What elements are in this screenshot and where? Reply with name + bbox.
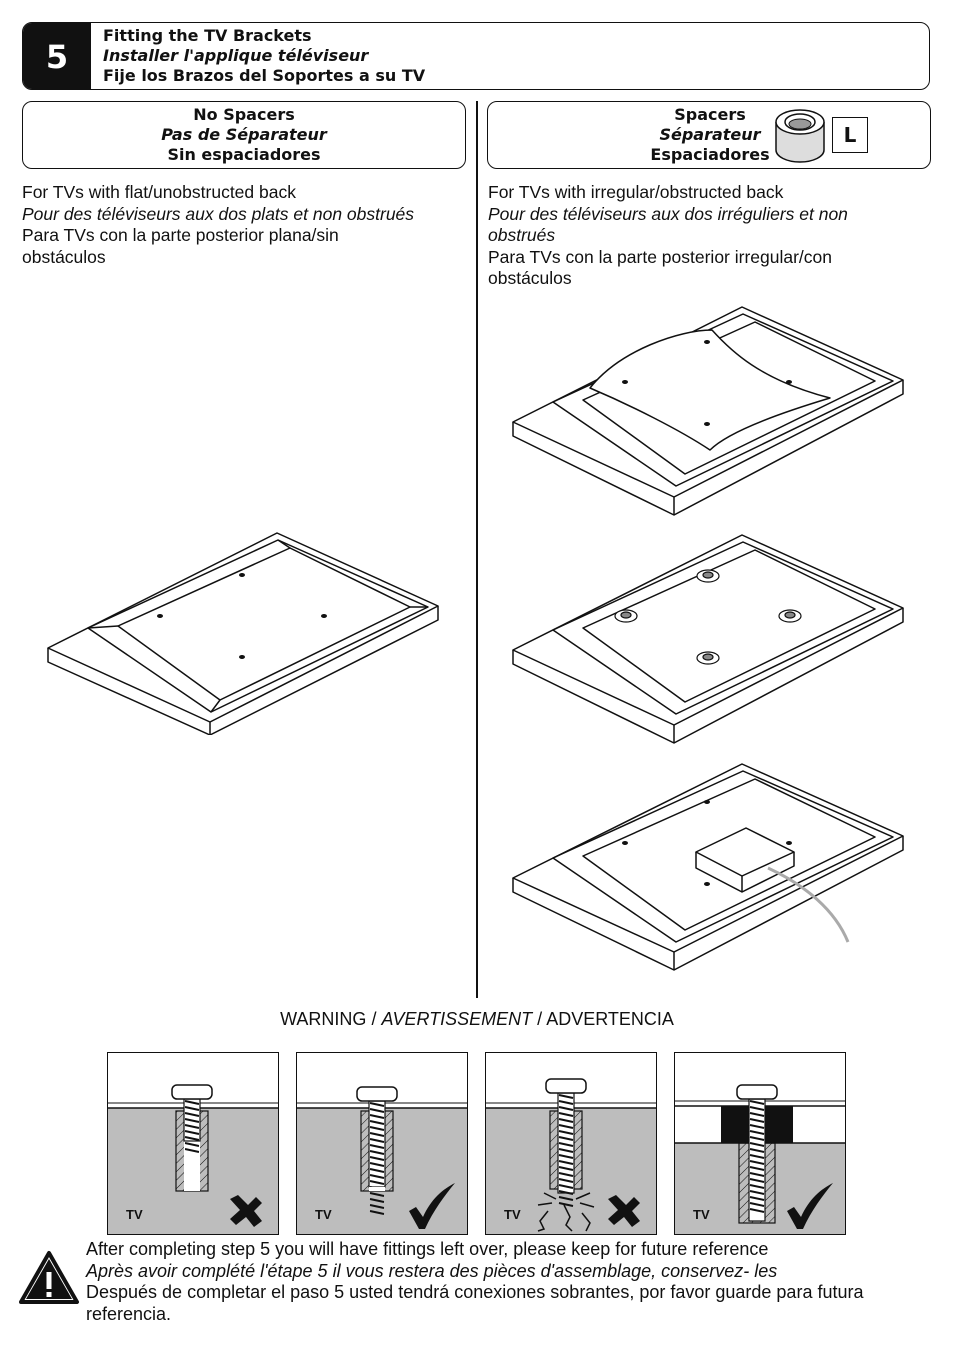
spacers-desc-es-2: obstáculos bbox=[488, 268, 572, 288]
tv-label: TV bbox=[693, 1207, 710, 1222]
spacer-icon bbox=[775, 109, 825, 163]
step-header: 5 Fitting the TV Brackets Installer l'ap… bbox=[22, 22, 930, 90]
tv-curved-back-illustration bbox=[512, 306, 904, 516]
tv-obstructed-back-illustration bbox=[512, 763, 904, 971]
tv-with-spacers-illustration bbox=[512, 534, 904, 744]
warning-panel-4: TV bbox=[674, 1052, 846, 1235]
spacers-heading-fr: Séparateur bbox=[659, 125, 761, 144]
no-spacers-box: No Spacers Pas de Séparateur Sin espacia… bbox=[22, 101, 466, 169]
step-title-en: Fitting the TV Brackets bbox=[103, 26, 312, 45]
spacers-heading: Spacers Séparateur Espaciadores bbox=[488, 105, 932, 165]
tv-flat-back-illustration bbox=[47, 532, 439, 735]
step-number: 5 bbox=[23, 23, 91, 89]
spacers-desc-fr-2: obstrués bbox=[488, 225, 556, 245]
no-spacers-heading-fr: Pas de Séparateur bbox=[161, 125, 327, 144]
no-spacers-desc-es-1: Para TVs con la parte posterior plana/si… bbox=[22, 225, 339, 245]
footer-note-en: After completing step 5 you will have fi… bbox=[86, 1239, 769, 1259]
spacers-desc-fr-1: Pour des téléviseurs aux dos irréguliers… bbox=[488, 203, 848, 224]
tv-label: TV bbox=[315, 1207, 332, 1222]
part-label-L: L bbox=[832, 117, 868, 153]
warning-panel-3: TV bbox=[485, 1052, 657, 1235]
step-title-fr: Installer l'applique téléviseur bbox=[103, 46, 369, 65]
warning-separator: / bbox=[532, 1009, 547, 1029]
step-title-es: Fije los Brazos del Soportes a su TV bbox=[103, 66, 426, 85]
warning-en: WARNING bbox=[280, 1009, 367, 1029]
warning-fr: AVERTISSEMENT bbox=[381, 1009, 533, 1029]
warning-separator: / bbox=[366, 1009, 382, 1029]
column-divider bbox=[476, 101, 478, 998]
footer-note-es-1: Después de completar el paso 5 usted ten… bbox=[86, 1282, 864, 1302]
tv-label: TV bbox=[504, 1207, 521, 1222]
warning-panel-2: TV bbox=[296, 1052, 468, 1235]
warning-es: ADVERTENCIA bbox=[546, 1009, 674, 1029]
warning-triangle-icon bbox=[19, 1251, 79, 1304]
no-spacers-description: For TVs with flat/unobstructed back Pour… bbox=[22, 182, 472, 268]
warning-panel-1: TV bbox=[107, 1052, 279, 1235]
spacers-desc-en: For TVs with irregular/obstructed back bbox=[488, 182, 784, 202]
footer-note-fr: Après avoir complété l'étape 5 il vous r… bbox=[86, 1261, 778, 1281]
no-spacers-desc-fr: Pour des téléviseurs aux dos plats et no… bbox=[22, 203, 415, 224]
no-spacers-desc-en: For TVs with flat/unobstructed back bbox=[22, 182, 296, 202]
no-spacers-desc-es-2: obstáculos bbox=[22, 246, 106, 267]
spacers-heading-en: Spacers bbox=[674, 105, 746, 124]
no-spacers-heading-es: Sin espaciadores bbox=[167, 145, 321, 164]
tv-label: TV bbox=[126, 1207, 143, 1222]
spacers-description: For TVs with irregular/obstructed back P… bbox=[488, 182, 928, 290]
warning-title: WARNING / AVERTISSEMENT / ADVERTENCIA bbox=[0, 1009, 954, 1030]
spacers-box: Spacers Séparateur Espaciadores bbox=[487, 101, 931, 169]
no-spacers-heading-en: No Spacers bbox=[193, 105, 295, 124]
spacers-heading-es: Espaciadores bbox=[650, 145, 770, 164]
footer-note-es-2: referencia. bbox=[86, 1304, 172, 1324]
spacers-desc-es-1: Para TVs con la parte posterior irregula… bbox=[488, 246, 833, 267]
